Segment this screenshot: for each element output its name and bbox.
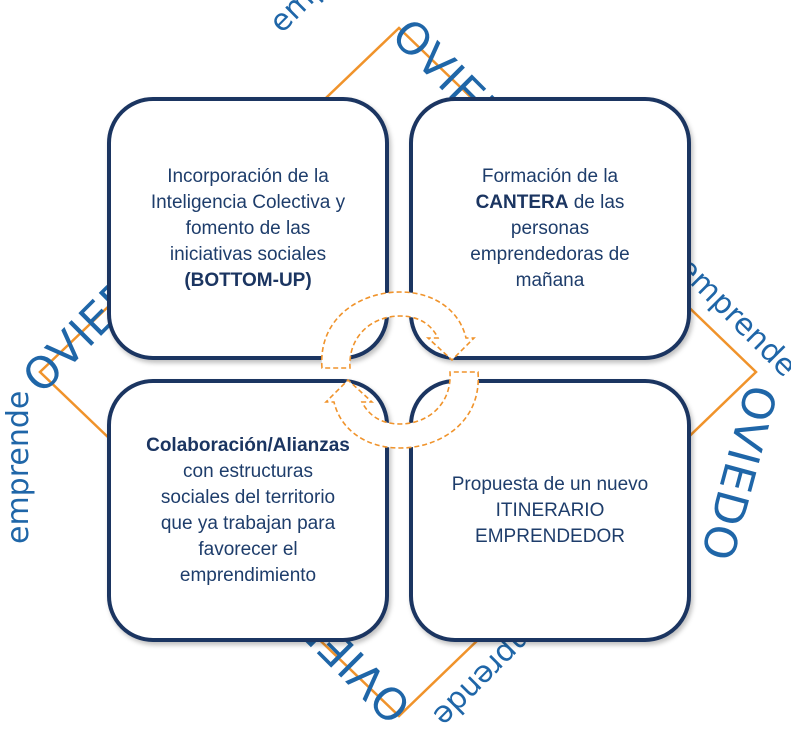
quadrant-line: sociales del territorio bbox=[160, 486, 336, 508]
quadrant-bottom-right: Propuesta de un nuevo ITINERARIO EMPREND… bbox=[409, 379, 691, 642]
logo-sub-word: emprende bbox=[1, 390, 36, 544]
quadrant-line: Incorporación de la bbox=[167, 165, 329, 187]
quadrant-bold: CANTERA bbox=[475, 191, 569, 213]
quadrant-line: Inteligencia Colectiva y bbox=[150, 191, 346, 213]
quadrant-bottom-left: Colaboración/Alianzas con estructuras so… bbox=[107, 379, 389, 642]
quadrant-text: Incorporación de la Inteligencia Colecti… bbox=[151, 164, 345, 294]
quadrant-line: EMPRENDEDOR bbox=[475, 525, 625, 547]
logo-left-lower: emprende bbox=[1, 390, 36, 548]
quadrant-line: personas bbox=[510, 217, 590, 239]
quadrant-line: con estructuras bbox=[183, 460, 313, 482]
quadrant-line: de las bbox=[568, 191, 625, 213]
quadrant-line: favorecer el bbox=[198, 538, 298, 560]
quadrant-text: Colaboración/Alianzas con estructuras so… bbox=[146, 433, 350, 589]
quadrant-bold: (BOTTOM-UP) bbox=[184, 269, 312, 291]
quadrant-line: mañana bbox=[515, 269, 585, 291]
quadrant-bold: Colaboración/Alianzas bbox=[146, 434, 350, 456]
quadrant-line: emprendedoras de bbox=[470, 243, 630, 265]
quadrant-text: Propuesta de un nuevo ITINERARIO EMPREND… bbox=[452, 472, 649, 550]
quadrant-top-right: Formación de la CANTERA de las personas … bbox=[409, 97, 691, 360]
quadrant-line: fomento de las bbox=[185, 217, 311, 239]
quadrant-text: Formación de la CANTERA de las personas … bbox=[470, 164, 630, 294]
quadrant-line: ITINERARIO bbox=[495, 499, 605, 521]
quadrant-line: Propuesta de un nuevo bbox=[451, 473, 649, 495]
quadrant-top-left: Incorporación de la Inteligencia Colecti… bbox=[107, 97, 389, 360]
quadrant-line: emprendimiento bbox=[179, 564, 317, 586]
quadrant-line: que ya trabajan para bbox=[160, 512, 336, 534]
quadrant-line: Formación de la bbox=[481, 165, 619, 187]
quadrant-line: iniciativas sociales bbox=[169, 243, 327, 265]
